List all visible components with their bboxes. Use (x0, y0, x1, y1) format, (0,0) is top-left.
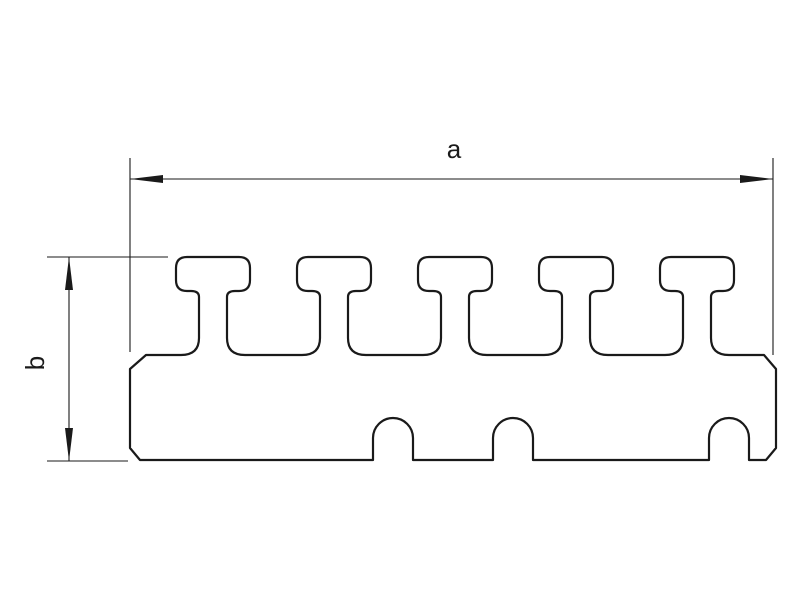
arrowhead-b-top (65, 257, 73, 290)
arrowhead-b-bottom (65, 428, 73, 461)
dimension-label-a: a (447, 134, 462, 164)
profile-outline (128, 255, 778, 462)
arrowhead-a-left (130, 175, 163, 183)
dimension-label-b: b (20, 356, 50, 370)
arrowhead-a-right (740, 175, 773, 183)
